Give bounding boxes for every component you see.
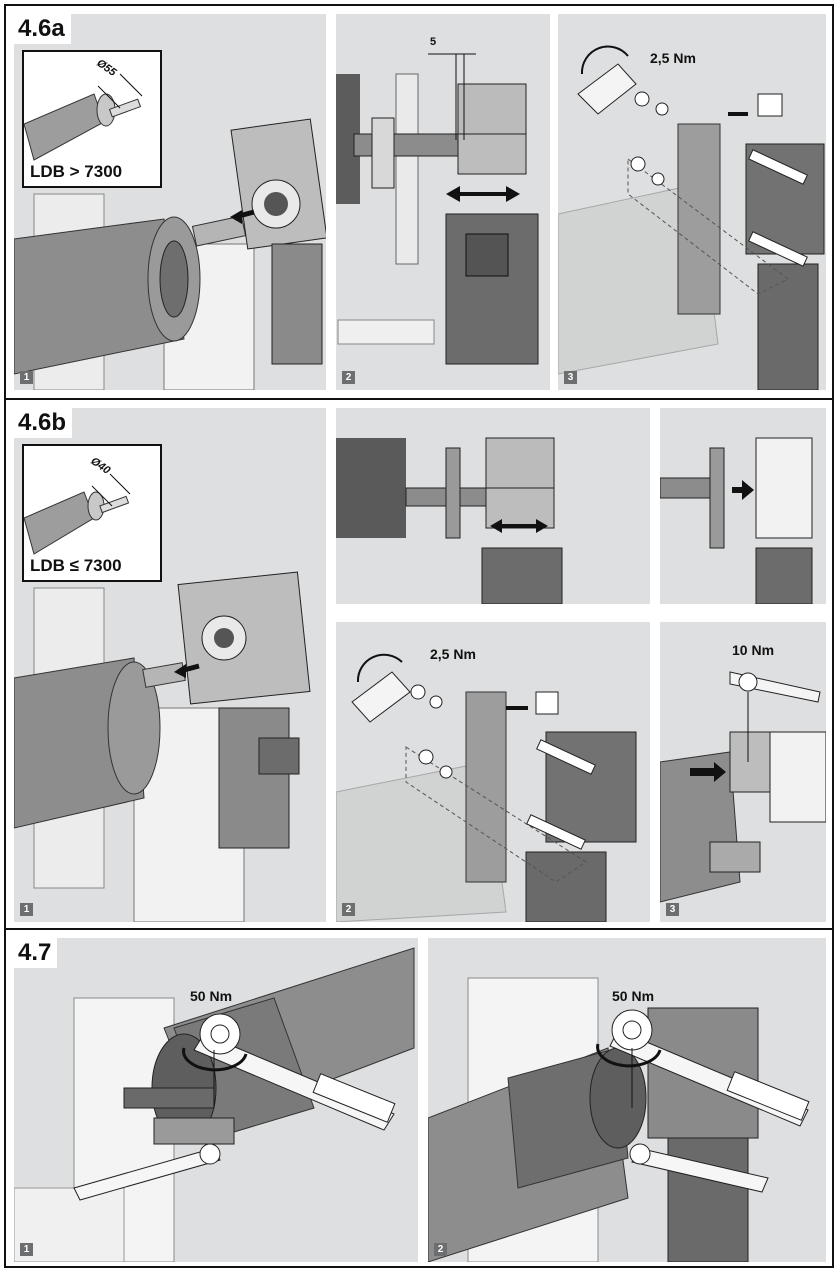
section-4-7: 50 Nm 4.7 1 50 Nm [6,930,832,1266]
torque-value: 2,5 Nm [430,646,476,662]
figure-4-7-2: 50 Nm 2 [428,938,826,1262]
clamp-tightening-illustration [660,622,826,922]
step-badge: 1 [20,903,33,916]
torque-value: 50 Nm [612,988,655,1004]
section-4-6a: 4.6a Ø55 LDB > 7300 1 [6,6,832,398]
section-4-6b: 4.6b Ø40 LDB ≤ 7300 1 [6,400,832,928]
step-badge: 1 [20,1243,33,1256]
figure-4-6b-1: 4.6b Ø40 LDB ≤ 7300 1 [14,408,326,922]
step-badge: 2 [342,903,355,916]
shaft-bearing-tightening-illustration [14,938,418,1262]
figure-4-6a-1: 4.6a Ø55 LDB > 7300 1 [14,14,326,390]
step-badge: 3 [666,903,679,916]
section-label: 4.7 [14,938,58,968]
step-badge: 2 [342,371,355,384]
gap-alignment-illustration [336,14,550,390]
figure-4-7-1: 50 Nm 4.7 1 [14,938,418,1262]
figure-4-6b-3-alignment [660,408,826,604]
instruction-sheet: 4.6a Ø55 LDB > 7300 1 [4,4,834,1268]
torque-value: 50 Nm [190,988,233,1004]
section-divider [6,928,832,930]
section-divider [6,398,832,400]
shaft-size-inset: Ø55 LDB > 7300 [22,50,162,188]
bolt-fastening-illustration [336,622,650,922]
step-badge: 3 [564,371,577,384]
step-badge: 1 [20,371,33,384]
section-label: 4.6b [14,408,73,438]
drive-mount-illustration [14,14,326,390]
shaft-diameter-diagram [24,473,131,555]
figure-4-6b-2-alignment [336,408,650,604]
shaft-bearing-tightening-illustration [428,938,826,1262]
torque-value: 10 Nm [732,642,775,658]
ldb-condition: LDB ≤ 7300 [30,556,122,575]
coupling-push-illustration [660,408,826,604]
gap-dimension: 5 [430,36,437,48]
torque-value: 2,5 Nm [650,50,696,66]
section-label: 4.6a [14,14,71,44]
gap-alignment-illustration [336,408,650,604]
bolt-fastening-illustration [558,14,826,390]
shaft-size-inset: Ø40 LDB ≤ 7300 [22,444,162,582]
figure-4-6a-3: 2,5 Nm 3 [558,14,826,390]
figure-4-6b-3: 10 Nm 3 [660,622,826,922]
figure-4-6a-2: 5 2 [336,14,550,390]
shaft-diameter-diagram [24,73,143,161]
figure-4-6b-2: 2,5 Nm 2 [336,622,650,922]
ldb-condition: LDB > 7300 [30,162,123,181]
step-badge: 2 [434,1243,447,1256]
